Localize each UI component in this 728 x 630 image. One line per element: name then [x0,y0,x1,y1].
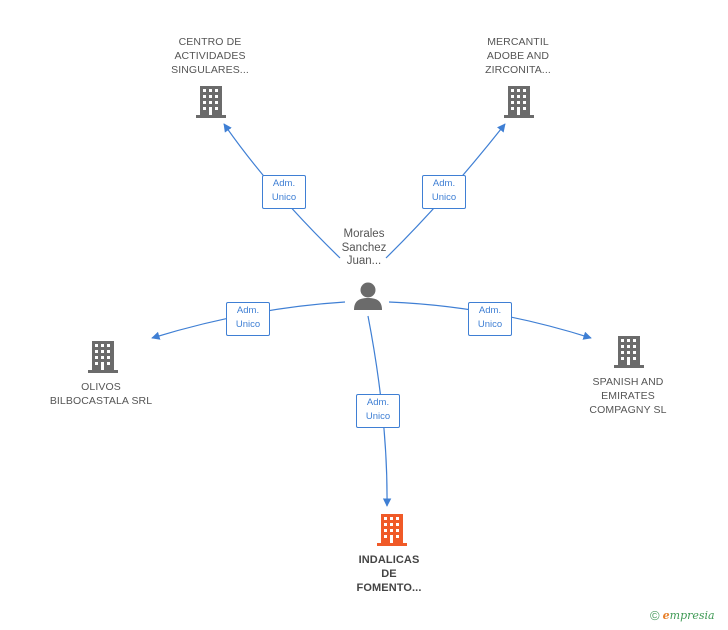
brand-footer[interactable]: © empresia [650,608,728,626]
company-label-olivos[interactable]: OLIVOS BILBOCASTALA SRL [49,381,153,407]
brand-logo: empresia [662,609,715,622]
company-label-centro[interactable]: CENTRO DE ACTIVIDADES SINGULARES... [171,36,249,76]
building-icon [614,336,644,368]
building-icon [504,86,534,118]
person-icon [354,282,382,310]
edge-label-spanish[interactable]: Adm. Unico [468,302,512,336]
company-label-spanish[interactable]: SPANISH AND EMIRATES COMPAGNY SL [589,376,667,416]
edge-label-centro[interactable]: Adm. Unico [262,175,306,209]
person-label[interactable]: Morales Sanchez Juan... [341,228,387,267]
building-icon [196,86,226,118]
building-icon [88,341,118,373]
copyright-icon: © [650,608,660,623]
company-label-indalicas[interactable]: INDALICAS DE FOMENTO... [356,554,422,594]
edge-label-mercantil[interactable]: Adm. Unico [422,175,466,209]
edge-label-indalicas[interactable]: Adm. Unico [356,394,400,428]
building-icon [377,514,407,546]
edge-label-olivos[interactable]: Adm. Unico [226,302,270,336]
company-label-mercantil[interactable]: MERCANTIL ADOBE AND ZIRCONITA... [485,36,551,76]
